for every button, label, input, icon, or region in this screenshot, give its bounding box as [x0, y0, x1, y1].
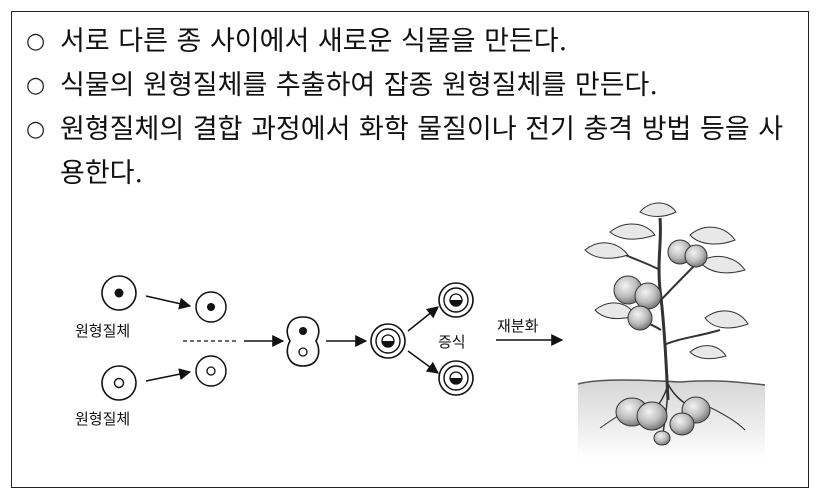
arrow — [407, 306, 439, 332]
bullet-marker: ○ — [26, 73, 46, 98]
label-redifferentiation: 재분화 — [497, 317, 539, 335]
bullet-item-3: ○ 원형질체의 결합 과정에서 화학 물질이나 전기 충격 방법 등을 사용한다… — [26, 108, 806, 196]
protoplast-label-top: 원형질체 — [75, 322, 130, 340]
protoplast-a — [101, 275, 137, 311]
arrow — [145, 295, 192, 310]
isolated-protoplast-b — [195, 355, 227, 387]
protoplast-label-bottom: 원형질체 — [75, 410, 130, 428]
bullet-text: 식물의 원형질체를 추출하여 잡종 원형질체를 만든다. — [60, 70, 658, 101]
bullet-text: 원형질체의 결합 과정에서 화학 물질이나 전기 충격 방법 등을 사용한다. — [60, 114, 784, 189]
bullet-marker: ○ — [26, 117, 46, 142]
bullet-item-2: ○ 식물의 원형질체를 추출하여 잡종 원형질체를 만든다. — [26, 64, 806, 108]
bullet-list: ○ 서로 다른 종 사이에서 새로운 식물을 만든다. ○ 식물의 원형질체를 … — [26, 20, 806, 196]
hybrid-cell-bottom — [438, 360, 474, 396]
arrow — [145, 368, 192, 382]
fusing-protoplast — [286, 316, 320, 367]
hybrid-protoplast — [370, 323, 406, 359]
bullet-item-1: ○ 서로 다른 종 사이에서 새로운 식물을 만든다. — [26, 20, 806, 64]
bullet-marker: ○ — [26, 29, 46, 54]
hybrid-cell-top — [438, 282, 474, 318]
bullet-text: 서로 다른 종 사이에서 새로운 식물을 만든다. — [60, 26, 568, 57]
arrow — [407, 350, 439, 374]
pomato-plant-illustration — [577, 202, 766, 460]
protoplast-b — [101, 365, 137, 401]
isolated-protoplast-a — [195, 291, 227, 323]
label-proliferation: 증식 — [438, 333, 466, 351]
